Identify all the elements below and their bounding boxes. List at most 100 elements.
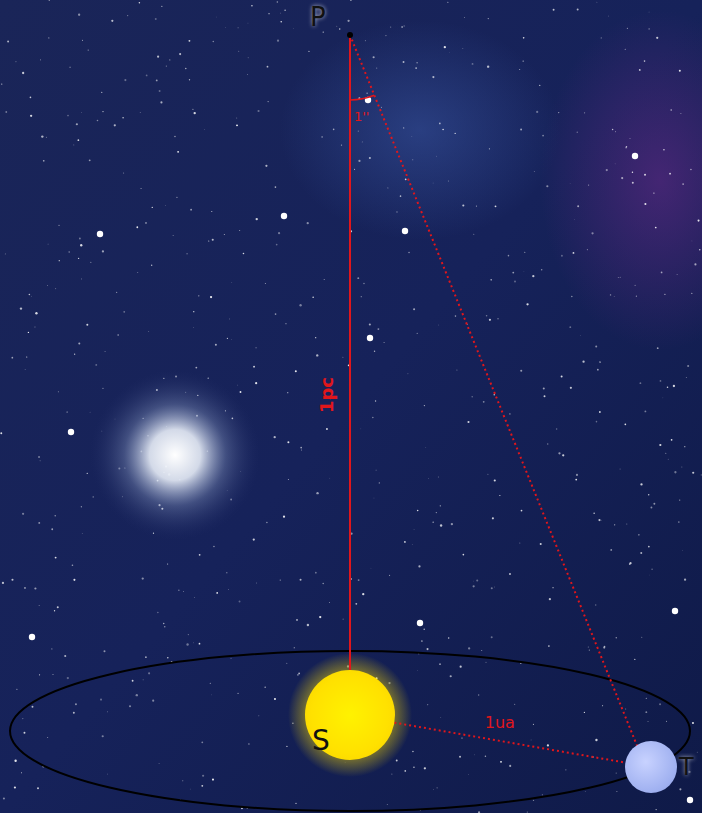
star bbox=[239, 230, 240, 231]
star bbox=[492, 517, 494, 519]
star bbox=[161, 6, 162, 7]
star bbox=[408, 252, 410, 254]
star bbox=[194, 112, 196, 114]
star bbox=[216, 592, 218, 594]
star bbox=[166, 66, 167, 67]
star bbox=[39, 460, 41, 462]
sight-line bbox=[350, 35, 642, 758]
star bbox=[355, 603, 357, 605]
star bbox=[450, 675, 452, 677]
star bbox=[565, 769, 566, 770]
star bbox=[45, 136, 47, 138]
star bbox=[55, 288, 56, 289]
star bbox=[68, 251, 69, 252]
star bbox=[463, 17, 465, 19]
star bbox=[701, 474, 702, 475]
star bbox=[421, 640, 423, 642]
star bbox=[520, 128, 522, 130]
star bbox=[522, 60, 524, 62]
star bbox=[577, 205, 579, 207]
star bbox=[185, 68, 187, 70]
star bbox=[30, 115, 32, 117]
star bbox=[307, 624, 309, 626]
star bbox=[620, 277, 621, 278]
star bbox=[576, 131, 578, 133]
star bbox=[268, 101, 269, 102]
star bbox=[54, 610, 55, 611]
star bbox=[160, 101, 162, 103]
star bbox=[698, 220, 700, 222]
star bbox=[426, 648, 428, 650]
star bbox=[527, 811, 528, 812]
star bbox=[571, 296, 573, 298]
star bbox=[14, 786, 16, 788]
star bbox=[598, 519, 600, 521]
star bbox=[68, 429, 74, 435]
star bbox=[193, 642, 195, 644]
star bbox=[28, 332, 29, 333]
earth-circle: T bbox=[625, 741, 677, 793]
star bbox=[483, 401, 485, 403]
star bbox=[653, 503, 655, 505]
star bbox=[283, 516, 285, 518]
star bbox=[107, 773, 109, 775]
star bbox=[461, 737, 463, 739]
star bbox=[177, 151, 179, 153]
star bbox=[489, 148, 490, 149]
edge-label: 1ua bbox=[485, 715, 515, 731]
star bbox=[432, 789, 434, 791]
star bbox=[636, 296, 637, 297]
star bbox=[447, 2, 448, 3]
star bbox=[322, 583, 324, 585]
star bbox=[436, 512, 437, 513]
star bbox=[136, 694, 138, 696]
star bbox=[692, 472, 694, 474]
star bbox=[589, 650, 590, 651]
star bbox=[367, 335, 373, 341]
star bbox=[89, 411, 91, 413]
star bbox=[624, 423, 626, 425]
star bbox=[237, 693, 238, 694]
star bbox=[47, 285, 49, 287]
star bbox=[379, 482, 380, 483]
star bbox=[679, 70, 681, 72]
star bbox=[257, 110, 259, 112]
star bbox=[552, 587, 553, 588]
star bbox=[417, 620, 423, 626]
star bbox=[82, 40, 83, 41]
star bbox=[357, 277, 359, 279]
star bbox=[117, 334, 119, 336]
star bbox=[51, 648, 52, 649]
star bbox=[418, 565, 420, 567]
star bbox=[22, 718, 23, 719]
star bbox=[227, 338, 228, 339]
star bbox=[215, 344, 217, 346]
star bbox=[157, 56, 159, 58]
star bbox=[562, 454, 564, 456]
star bbox=[411, 544, 413, 546]
star bbox=[145, 222, 147, 224]
point-label: P bbox=[310, 4, 326, 30]
star bbox=[494, 479, 496, 481]
star bbox=[530, 739, 532, 741]
star bbox=[0, 432, 2, 434]
star bbox=[561, 376, 563, 378]
star bbox=[64, 655, 66, 657]
star bbox=[225, 27, 227, 29]
star bbox=[403, 127, 404, 128]
star bbox=[412, 751, 414, 753]
star bbox=[43, 160, 45, 162]
star bbox=[116, 292, 117, 293]
star bbox=[499, 495, 500, 496]
star bbox=[163, 623, 164, 624]
star bbox=[375, 469, 377, 471]
star bbox=[369, 157, 371, 159]
star bbox=[488, 18, 489, 19]
star bbox=[52, 674, 53, 675]
star bbox=[140, 188, 141, 189]
star bbox=[524, 252, 525, 253]
star bbox=[307, 222, 309, 224]
star bbox=[651, 569, 652, 570]
star bbox=[648, 546, 650, 548]
